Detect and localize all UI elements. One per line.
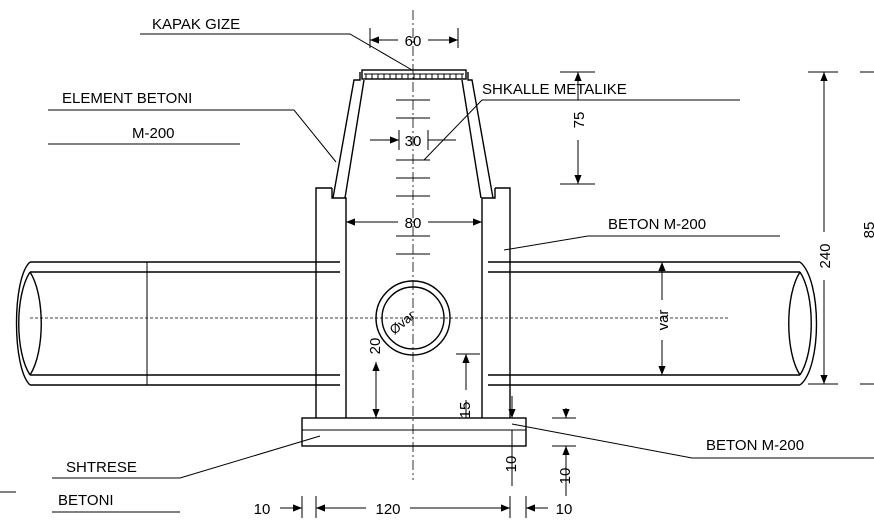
label-m200-left: M-200: [132, 125, 175, 142]
dim-inner-width: 80: [405, 215, 422, 232]
dim-neck-width: 30: [405, 133, 422, 150]
dim-pipe-diameter: var: [655, 310, 672, 331]
pipe-right: [488, 261, 818, 386]
dim-base-width: 120: [375, 501, 400, 518]
dim-total-height: 240: [817, 243, 834, 268]
dim-pipe-symbol: Øvar: [386, 307, 418, 337]
cone-element: [332, 72, 494, 199]
label-kapak-gize: KAPAK GIZE: [152, 16, 240, 33]
label-beton-m200-top: BETON M-200: [608, 216, 706, 233]
label-shtrese: SHTRESE: [66, 459, 137, 476]
dim-bottom-offset: 15: [457, 402, 474, 419]
dim-base-thickness-right: 10: [557, 468, 574, 485]
manhole-walls: [315, 187, 511, 418]
dim-cut-off: 85: [861, 222, 874, 239]
pipe-opening: [375, 280, 451, 356]
dimension-lines: [280, 28, 874, 518]
base-slab: [301, 417, 527, 447]
label-beton-m200-bottom: BETON M-200: [706, 437, 804, 454]
label-shkalle-metalike: SHKALLE METALIKE: [482, 81, 627, 98]
leader-lines: [0, 33, 874, 513]
dim-right-overhang: 10: [556, 501, 573, 518]
label-betoni: BETONI: [58, 492, 114, 509]
dim-top-width: 60: [405, 33, 422, 50]
dim-base-thickness: 10: [503, 456, 520, 473]
pipe-left: [15, 261, 340, 386]
manhole-cover: [361, 69, 467, 80]
dim-left-overhang: 10: [254, 501, 271, 518]
dim-pipe-offset: 20: [367, 338, 384, 355]
label-element-betoni: ELEMENT BETONI: [62, 90, 192, 107]
dim-cone-height: 75: [571, 112, 588, 129]
